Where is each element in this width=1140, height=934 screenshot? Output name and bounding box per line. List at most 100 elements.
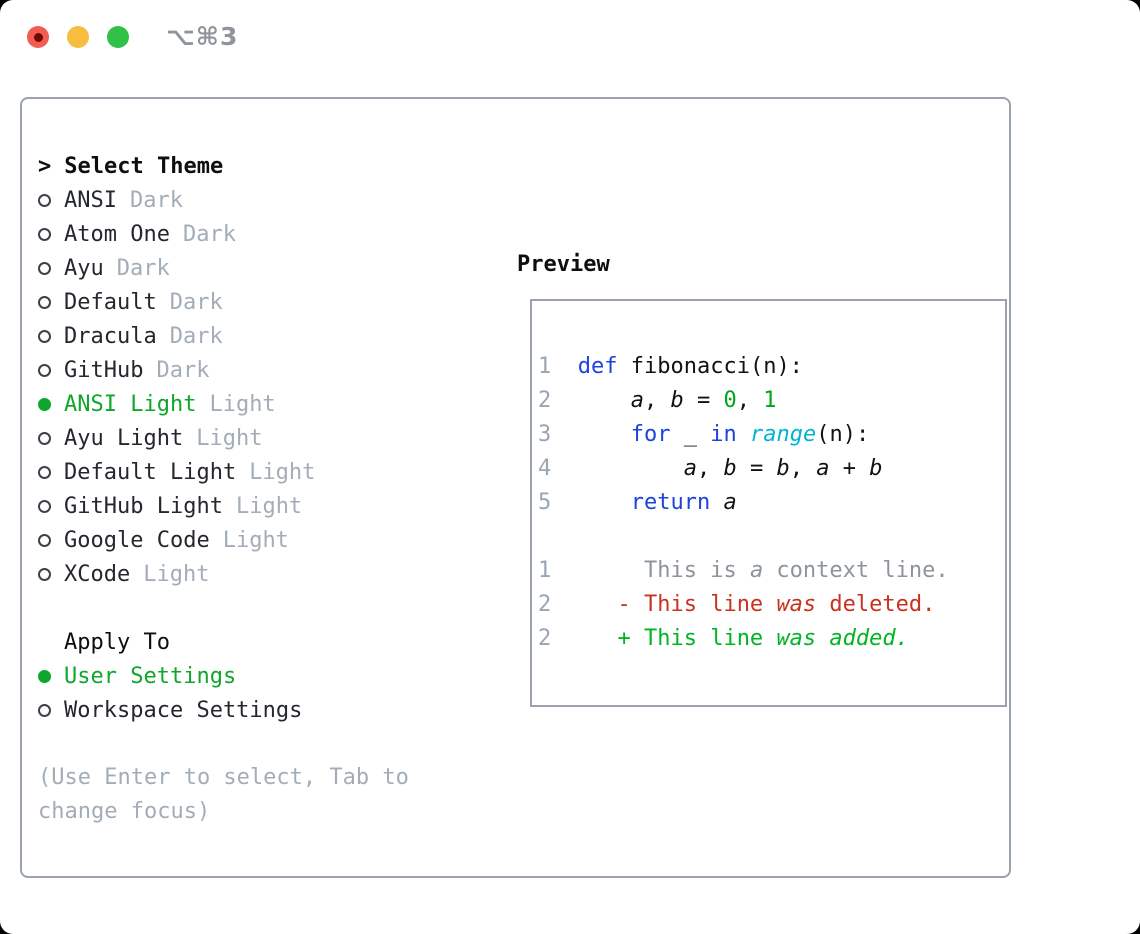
code-line-5: 5 return a bbox=[538, 486, 1005, 520]
token-del: - This line bbox=[617, 592, 777, 617]
token-lit: 1 bbox=[763, 388, 777, 413]
radio-unselected-icon bbox=[38, 227, 51, 241]
token-add: was added. bbox=[776, 626, 909, 651]
token-ctx: context line. bbox=[763, 558, 949, 583]
theme-name: GitHub bbox=[64, 357, 144, 383]
token-plain: = bbox=[736, 456, 777, 481]
code-line-8: 2 - This line was deleted. bbox=[538, 588, 1005, 622]
token-num: 4 bbox=[538, 456, 552, 481]
preview-title: Preview bbox=[517, 252, 610, 277]
apply-to-header: Apply To bbox=[38, 625, 409, 659]
hint-line-1: (Use Enter to select, Tab to bbox=[38, 765, 409, 790]
window-title: ⌥⌘3 bbox=[166, 22, 239, 51]
token-plain: (n): bbox=[816, 422, 870, 447]
minimize-button[interactable] bbox=[67, 26, 89, 48]
close-button[interactable] bbox=[27, 26, 49, 48]
token-plain bbox=[551, 422, 630, 447]
prompt-caret-icon: > bbox=[38, 153, 52, 179]
radio-unselected-icon bbox=[38, 295, 51, 309]
apply-to-title: Apply To bbox=[64, 629, 170, 655]
token-num: 1 bbox=[538, 354, 552, 379]
apply-option-user-settings[interactable]: User Settings bbox=[38, 659, 409, 693]
token-plain: b bbox=[670, 388, 684, 413]
radio-unselected-icon bbox=[38, 363, 51, 377]
theme-variant-label: Dark bbox=[156, 357, 210, 383]
token-plain: + bbox=[829, 456, 870, 481]
radio-unselected-icon bbox=[38, 465, 51, 479]
token-plain: b bbox=[723, 456, 737, 481]
select-theme-header: > Select Theme bbox=[38, 149, 409, 183]
code-line-1: 1 def fibonacci(n): bbox=[538, 350, 1005, 384]
theme-variant-label: Light bbox=[235, 493, 303, 519]
token-ctx: a bbox=[749, 558, 764, 583]
theme-name: Google Code bbox=[64, 527, 210, 553]
token-plain bbox=[737, 422, 750, 447]
token-kw: in bbox=[710, 422, 737, 447]
token-num: 1 bbox=[538, 558, 552, 583]
token-plain: , bbox=[789, 456, 817, 481]
spacer bbox=[38, 727, 409, 761]
token-plain bbox=[551, 490, 630, 515]
token-ctx: This is bbox=[643, 558, 750, 583]
theme-option-google-code[interactable]: Google Code Light bbox=[38, 523, 409, 557]
theme-option-github-light[interactable]: GitHub Light Light bbox=[38, 489, 409, 523]
select-theme-title: Select Theme bbox=[64, 153, 224, 179]
token-plain: b bbox=[869, 456, 883, 481]
code-line-7: 1 This is a context line. bbox=[538, 554, 1005, 588]
token-num: 2 bbox=[538, 626, 552, 651]
hint-line-2: change focus) bbox=[38, 799, 211, 824]
theme-variant-label: Light bbox=[209, 391, 276, 417]
token-fn: range bbox=[749, 422, 817, 447]
token-kw: def bbox=[577, 354, 618, 379]
token-plain: a bbox=[683, 456, 697, 481]
theme-option-github[interactable]: GitHub Dark bbox=[38, 353, 409, 387]
theme-variant-label: Light bbox=[222, 527, 289, 553]
hint-text: (Use Enter to select, Tab to change focu… bbox=[38, 761, 409, 829]
theme-name: Default Light bbox=[64, 459, 237, 485]
code-line-6 bbox=[538, 520, 1005, 554]
token-plain bbox=[551, 388, 630, 413]
theme-name: GitHub Light bbox=[64, 493, 223, 519]
maximize-button[interactable] bbox=[107, 26, 129, 48]
token-plain bbox=[551, 592, 617, 617]
apply-option-workspace-settings[interactable]: Workspace Settings bbox=[38, 693, 409, 727]
theme-name: Dracula bbox=[64, 323, 157, 349]
radio-unselected-icon bbox=[38, 499, 51, 513]
token-plain: a bbox=[816, 456, 830, 481]
token-num: 5 bbox=[538, 490, 552, 515]
theme-variant-label: Light bbox=[143, 561, 210, 587]
code-line-2: 2 a, b = 0, 1 bbox=[538, 384, 1005, 418]
token-plain: b bbox=[776, 456, 790, 481]
token-plain: a bbox=[630, 388, 644, 413]
token-add: + This line bbox=[617, 626, 777, 651]
theme-variant-label: Dark bbox=[169, 289, 223, 315]
token-plain bbox=[551, 354, 578, 379]
radio-selected-icon bbox=[38, 397, 51, 411]
theme-variant-label: Dark bbox=[116, 255, 170, 281]
apply-option-label: Workspace Settings bbox=[64, 697, 303, 723]
radio-unselected-icon bbox=[38, 261, 51, 275]
token-plain: _ bbox=[670, 422, 711, 447]
close-dot-icon bbox=[33, 32, 43, 42]
radio-unselected-icon bbox=[38, 193, 51, 207]
token-plain: fibonacci(n): bbox=[617, 354, 803, 379]
token-plain: = bbox=[683, 388, 724, 413]
token-del: was bbox=[776, 592, 817, 617]
apply-option-label: User Settings bbox=[64, 663, 237, 689]
